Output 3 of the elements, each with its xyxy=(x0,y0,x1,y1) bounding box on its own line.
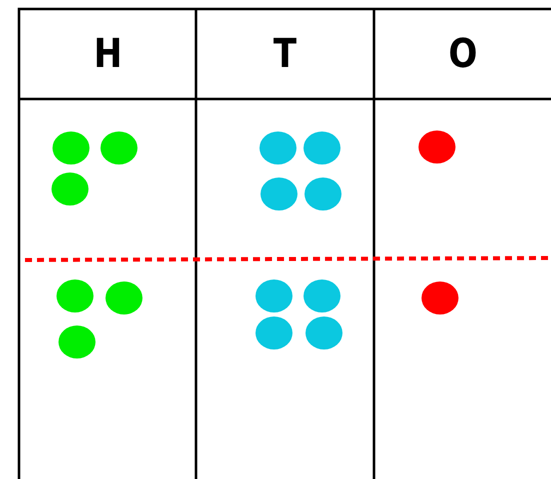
column-header: O xyxy=(447,31,478,77)
column-header: H xyxy=(92,31,123,77)
column-header: T xyxy=(272,31,298,77)
